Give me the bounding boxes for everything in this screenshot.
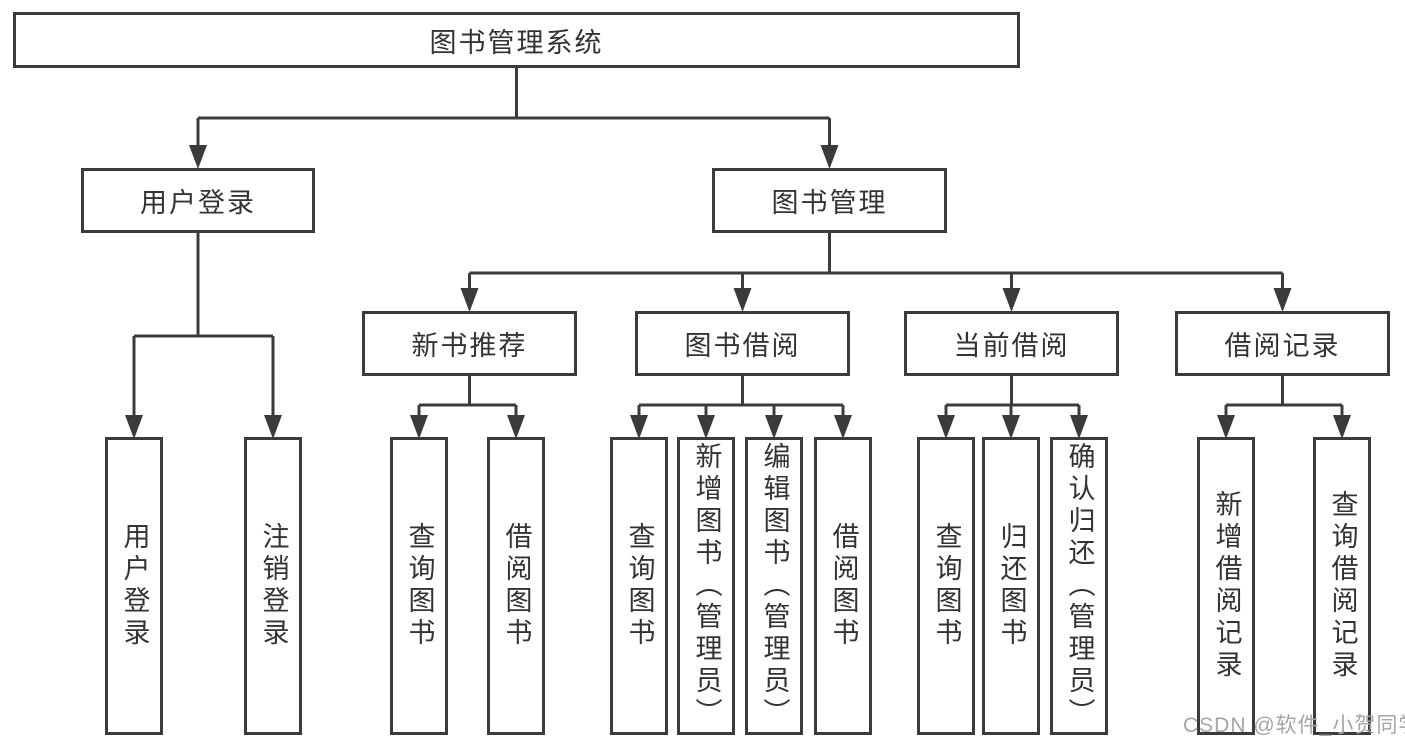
arrowhead-down: [189, 145, 207, 169]
leaf-current-return: 归还图书: [982, 437, 1040, 735]
leaf-borrow-query: 查询图书: [610, 437, 668, 735]
arrowhead-down: [937, 415, 955, 439]
arrowhead-down: [1333, 415, 1351, 439]
leaf-newbook-query: 查询图书: [390, 437, 448, 735]
arrowhead-down: [507, 415, 525, 439]
node-borrow-record: 借阅记录: [1175, 311, 1390, 376]
leaf-newbook-borrow: 借阅图书: [487, 437, 545, 735]
arrowhead-down: [125, 415, 143, 439]
arrowhead-down: [1070, 415, 1088, 439]
leaf-record-add: 新增借阅记录: [1197, 437, 1255, 735]
arrowhead-down: [1002, 415, 1020, 439]
arrowhead-down: [410, 415, 428, 439]
leaf-borrow-add-admin: 新增图书（管理员）: [677, 437, 735, 735]
arrowhead-down: [630, 415, 648, 439]
leaf-current-confirm-admin: 确认归还（管理员）: [1050, 437, 1108, 735]
arrowhead-down: [697, 415, 715, 439]
node-current-borrow: 当前借阅: [904, 311, 1119, 376]
arrowhead-down: [1002, 288, 1021, 312]
node-root: 图书管理系统: [13, 12, 1020, 68]
watermark: CSDN @软件_小贺同学: [1183, 714, 1405, 737]
arrowhead-down: [820, 145, 839, 169]
leaf-borrow-edit-admin: 编辑图书（管理员）: [745, 437, 803, 735]
leaf-user-login: 用户登录: [105, 437, 163, 735]
leaf-current-query: 查询图书: [917, 437, 975, 735]
arrowhead-down: [460, 288, 479, 312]
arrowhead-down: [1217, 415, 1235, 439]
arrowhead-down: [834, 415, 852, 439]
arrowhead-down: [264, 415, 282, 439]
node-user-login: 用户登录: [81, 168, 315, 233]
leaf-logout: 注销登录: [244, 437, 302, 735]
arrowhead-down: [733, 288, 752, 312]
leaf-borrow-book: 借阅图书: [814, 437, 872, 735]
node-book-management: 图书管理: [712, 168, 947, 233]
arrowhead-down: [765, 415, 783, 439]
node-book-borrow: 图书借阅: [635, 311, 850, 376]
leaf-record-query: 查询借阅记录: [1313, 437, 1371, 735]
arrowhead-down: [1273, 288, 1292, 312]
node-new-book-recommend: 新书推荐: [362, 311, 577, 376]
